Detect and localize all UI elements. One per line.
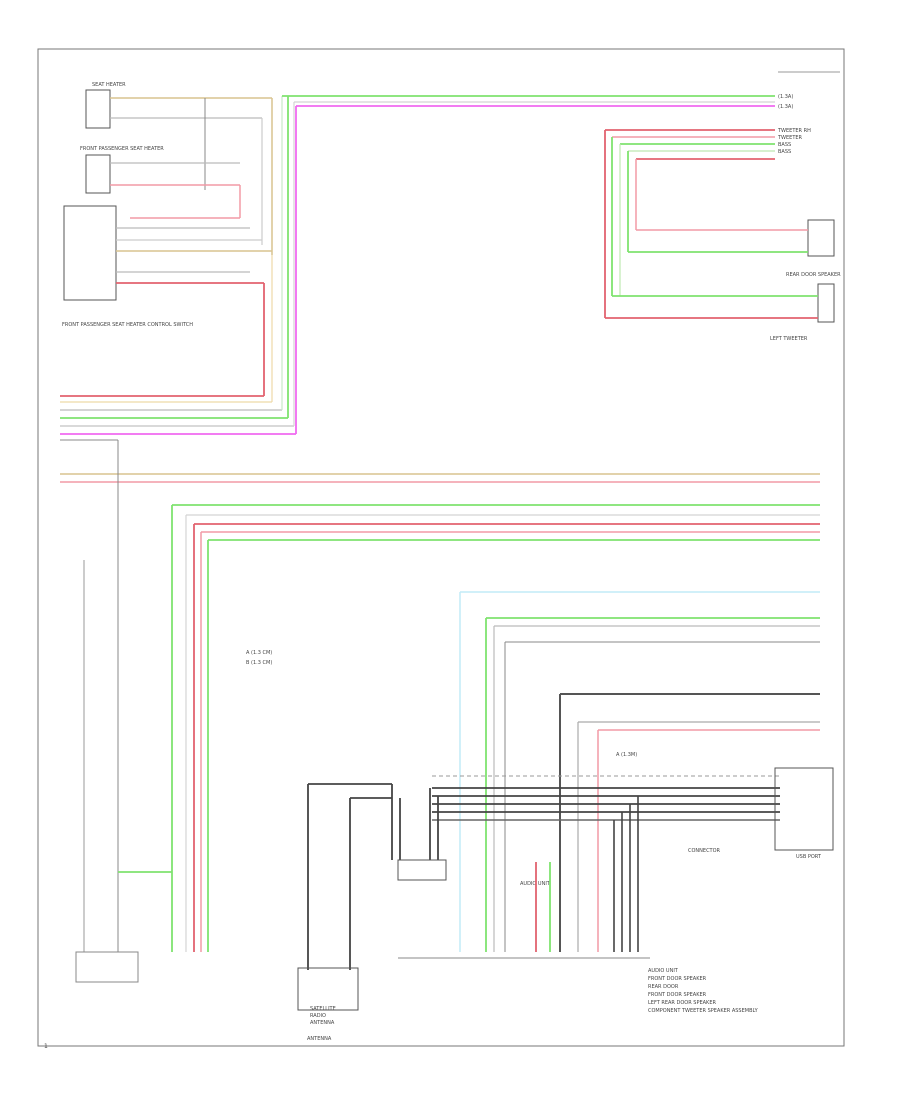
right-speaker-connector [807, 219, 835, 257]
satellite-label-3: ANTENNA [310, 1020, 335, 1026]
usb-port-label: USB PORT [796, 854, 822, 860]
connector-block-label: CONNECTOR [688, 848, 721, 854]
front-passenger-label: FRONT PASSENGER SEAT HEATER [80, 146, 164, 152]
legend-a: A (1.3 CM) [246, 650, 272, 656]
top-run-label-1: (1.3A) [778, 94, 793, 100]
legend-b: B (1.3 CM) [246, 660, 272, 666]
audio-unit-connector [397, 859, 447, 881]
satellite-label-1: SATELLITE [310, 1006, 336, 1012]
left-tweeter-connector [817, 283, 835, 323]
rear-door-label: REAR DOOR SPEAKER [786, 272, 841, 278]
audio-note-3: REAR DOOR [648, 984, 679, 990]
heater-control-module [63, 205, 117, 301]
seat-heater-connector [85, 89, 111, 129]
antenna-label: ANTENNA [307, 1036, 332, 1042]
module-label: FRONT PASSENGER SEAT HEATER CONTROL SWIT… [62, 322, 193, 328]
front-passenger-connector [85, 154, 111, 194]
left-tweeter-label: LEFT TWEETER [770, 336, 808, 342]
tweeter-label-2: TWEETER [777, 135, 803, 141]
audio-note-1: AUDIO UNIT [648, 968, 679, 974]
top-run-label-2: (1.3A) [778, 104, 793, 110]
audio-note-5: LEFT REAR DOOR SPEAKER [648, 1000, 716, 1006]
audio-note-4: FRONT DOOR SPEAKER [648, 992, 707, 998]
ground-block [75, 951, 139, 983]
audio-note-6: COMPONENT TWEETER SPEAKER ASSEMBLY [648, 1008, 759, 1014]
page-id: 1 [44, 1043, 48, 1050]
code-label: A (1.3M) [616, 752, 637, 758]
seat-heater-label: SEAT HEATER [92, 82, 126, 88]
tweeter-label-4: BASS [778, 149, 791, 155]
usb-port-connector [774, 767, 834, 851]
diagram-frame [37, 48, 845, 1047]
audio-note-2: FRONT DOOR SPEAKER [648, 976, 707, 982]
tweeter-label-1: TWEETER RH [777, 128, 811, 134]
satellite-label-2: RADIO [310, 1013, 326, 1019]
tweeter-label-3: BASS [778, 142, 791, 148]
satellite-antenna-box [297, 967, 359, 1011]
